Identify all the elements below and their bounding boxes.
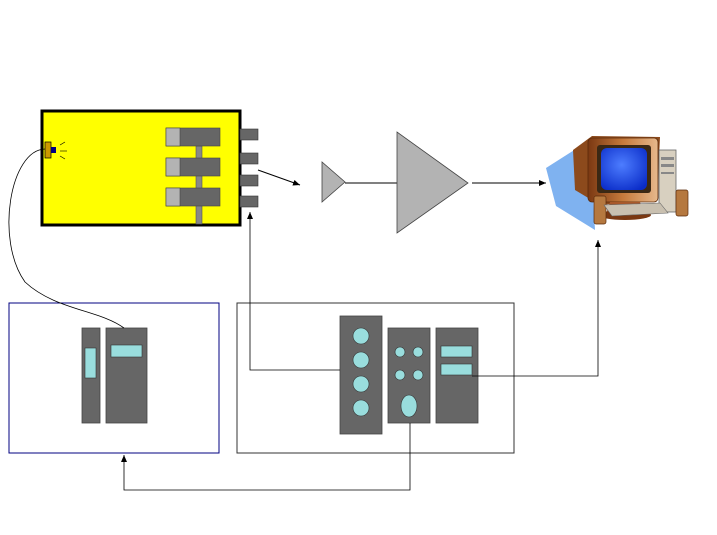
right-module-3 [435, 327, 479, 424]
connector-pins [239, 128, 259, 208]
preamplifier [321, 161, 346, 203]
light-source-icon [44, 141, 67, 160]
slider-1 [165, 127, 221, 147]
arrow-module-to-board [247, 212, 340, 371]
right-module-group [236, 302, 515, 454]
arrow-module-to-computer [472, 240, 601, 377]
main-amplifier [396, 131, 469, 234]
right-module-1 [339, 315, 383, 435]
left-module-group [8, 302, 220, 454]
left-module-1 [81, 327, 101, 424]
slider-3 [165, 187, 221, 207]
slider-2 [165, 157, 221, 177]
arrow-module-to-left-group [121, 423, 411, 491]
right-module-2 [387, 327, 431, 424]
slider-assembly [165, 127, 221, 225]
arrow-board-to-preamp [257, 169, 301, 186]
sensor-board [40, 109, 259, 227]
left-module-2 [105, 327, 148, 424]
computer-icon [546, 136, 689, 230]
wire-light-to-left-module [8, 148, 125, 329]
